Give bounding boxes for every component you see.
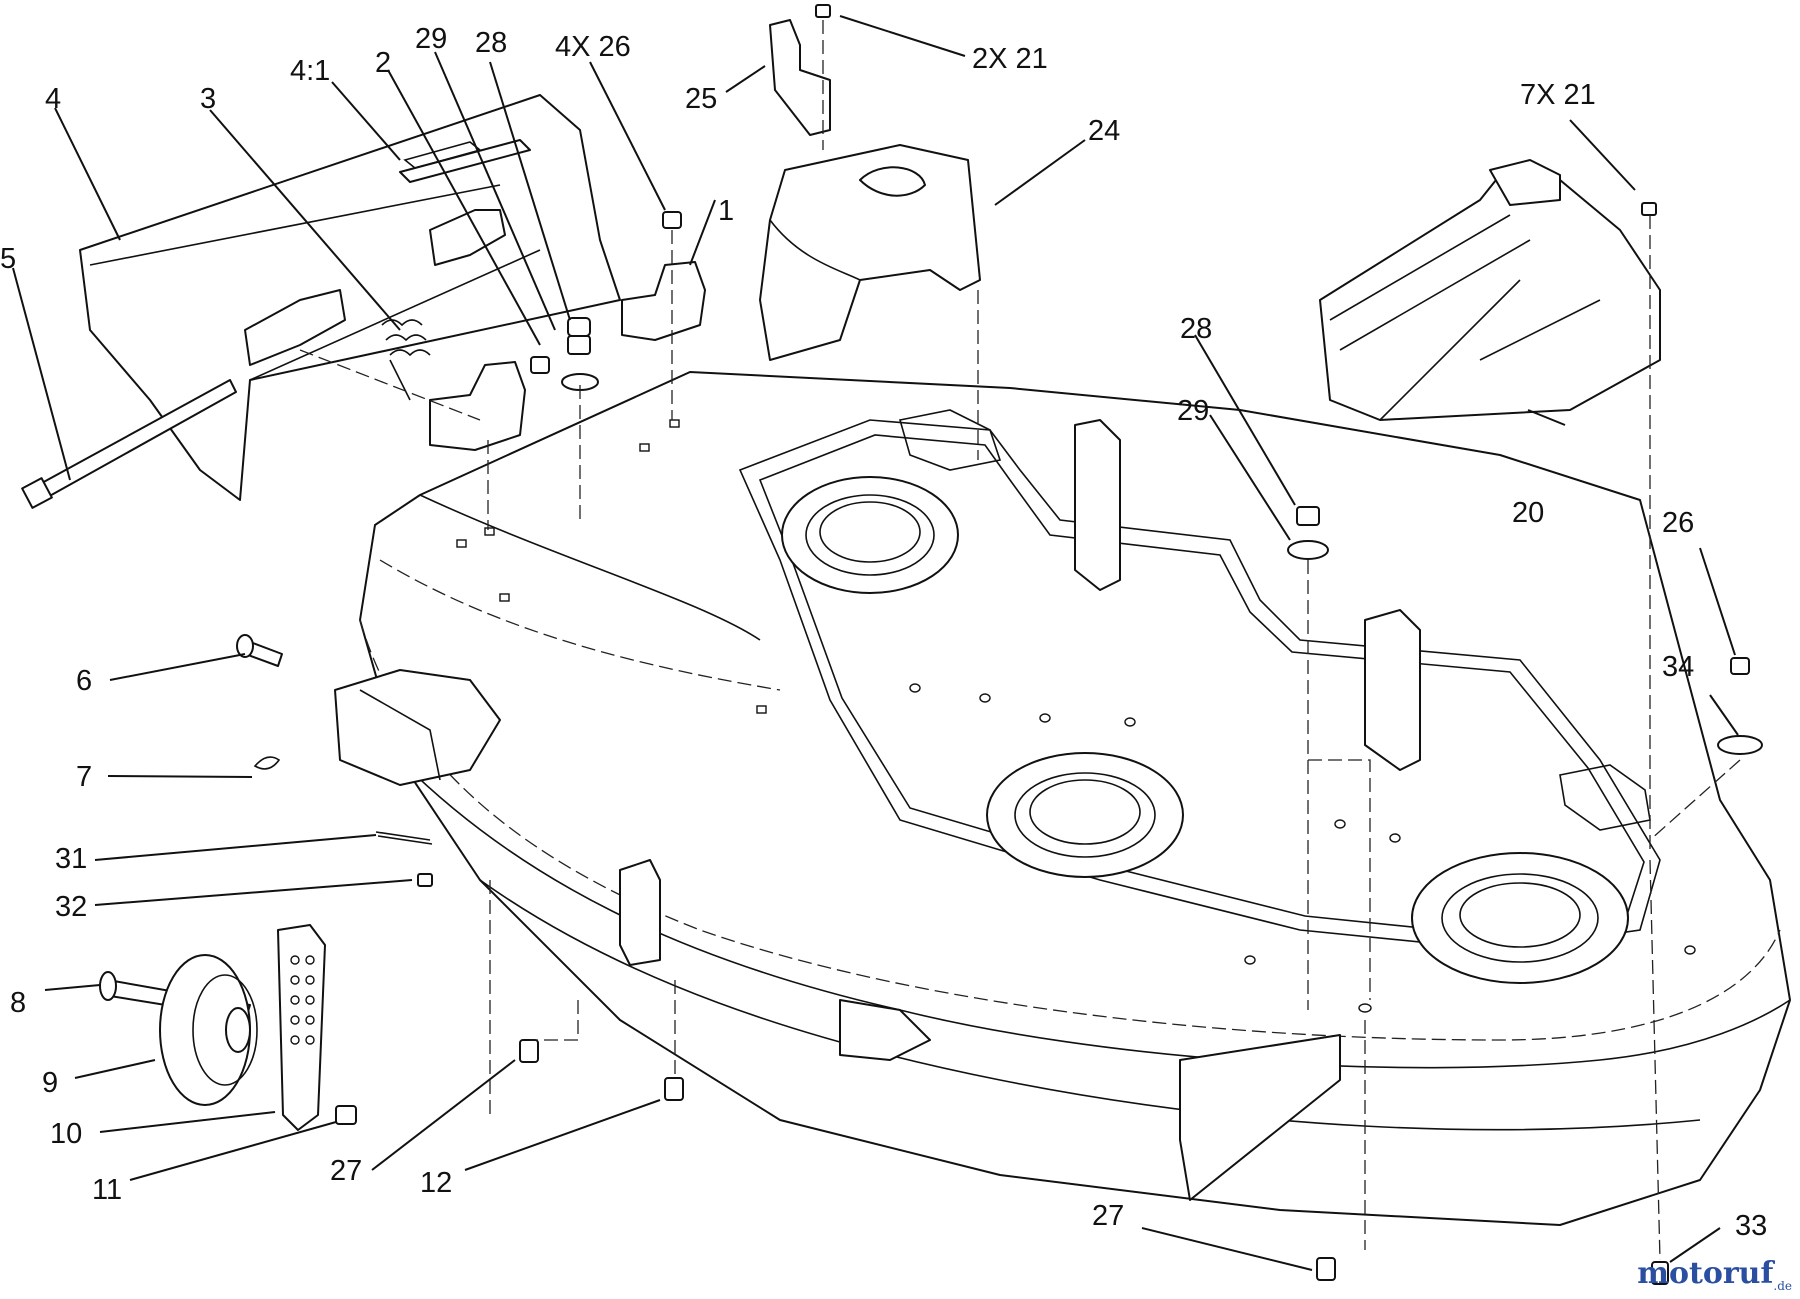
clevis-pin-6 [236,634,283,667]
label-28-top: 28 [475,27,507,59]
label-29-top: 29 [415,23,447,55]
label-31: 31 [55,843,87,875]
cover-bracket [769,19,831,136]
deflector-hinge-left [244,289,346,366]
spindle-openings [781,476,1629,984]
label-4x26: 4X 26 [555,31,631,63]
spindle-center [986,752,1184,878]
hairpin-7 [253,756,281,770]
callout-labels: 4 5 3 4:1 2 29 28 4X 26 1 25 2X 21 24 7X… [0,23,1767,1242]
wheel-mount-bracket [334,669,501,786]
label-27-left: 27 [330,1155,362,1187]
locknut-29-top [561,335,599,391]
anti-scalp-wheel [159,954,258,1106]
label-24: 24 [1088,115,1120,147]
label-6: 6 [76,665,92,697]
label-26: 26 [1662,507,1694,539]
label-4: 4 [45,83,61,115]
front-bracket-center [839,999,931,1061]
label-12: 12 [420,1167,452,1199]
nut-washer-28-29-right [1287,506,1329,560]
carriage-bolt-27-left [519,1039,539,1063]
spindle-left [781,476,959,594]
deflector-hinge-right [429,209,506,266]
carriage-bolt-12 [664,1077,684,1101]
spindle-right [1411,852,1629,984]
leader-lines [12,15,1739,1271]
screw-32 [417,873,433,887]
discharge-chute [1319,159,1661,421]
label-28-right: 28 [1180,313,1212,345]
watermark-suffix: .de [1773,1279,1792,1293]
hinge-bolt [21,379,237,509]
label-11: 11 [92,1174,122,1206]
label-34: 34 [1662,651,1694,683]
pivot-bracket-lower [429,361,526,451]
label-3: 3 [200,83,216,115]
label-29-right: 29 [1177,395,1209,427]
label-7x21: 7X 21 [1520,79,1596,111]
watermark-brand: motoruf [1637,1256,1774,1291]
label-7: 7 [76,761,92,793]
label-1: 1 [718,195,734,227]
screw-2x21 [815,4,831,18]
label-5: 5 [0,243,16,275]
nut-2 [530,356,550,374]
label-20: 20 [1512,497,1544,529]
label-25: 25 [685,83,717,115]
belt-cover [759,144,981,361]
assembly-lines [299,20,1741,1261]
nut-4x26 [662,211,682,229]
label-8: 8 [10,987,26,1019]
screw-33 [1651,1261,1669,1285]
torsion-spring [381,319,431,401]
locknut-11 [335,1105,357,1125]
chute-deflector [79,94,621,501]
label-2x21: 2X 21 [972,43,1048,75]
label-33: 33 [1735,1210,1767,1242]
label-10: 10 [50,1118,82,1150]
nut-28-top [567,317,591,337]
wheel-bracket-plate [277,924,326,1131]
carriage-bolt-27-bottom [1316,1257,1336,1281]
label-32: 32 [55,891,87,923]
label-2: 2 [375,47,391,79]
front-bracket-right [1179,1034,1341,1201]
label-27-bottom: 27 [1092,1200,1124,1232]
label-4-1: 4:1 [290,55,330,87]
pivot-bracket-upper [621,261,706,341]
baffle-bracket-right [1364,609,1421,771]
label-9: 9 [42,1067,58,1099]
watermark: motoruf.de [1637,1256,1792,1293]
screw-7x21 [1641,202,1657,216]
cotter-pin-31 [375,831,433,845]
baffle-bracket-left [1074,419,1121,591]
nut-washer-26-34-right [1717,657,1763,755]
deck-holes [456,419,1696,1013]
front-bracket-left [619,859,661,966]
